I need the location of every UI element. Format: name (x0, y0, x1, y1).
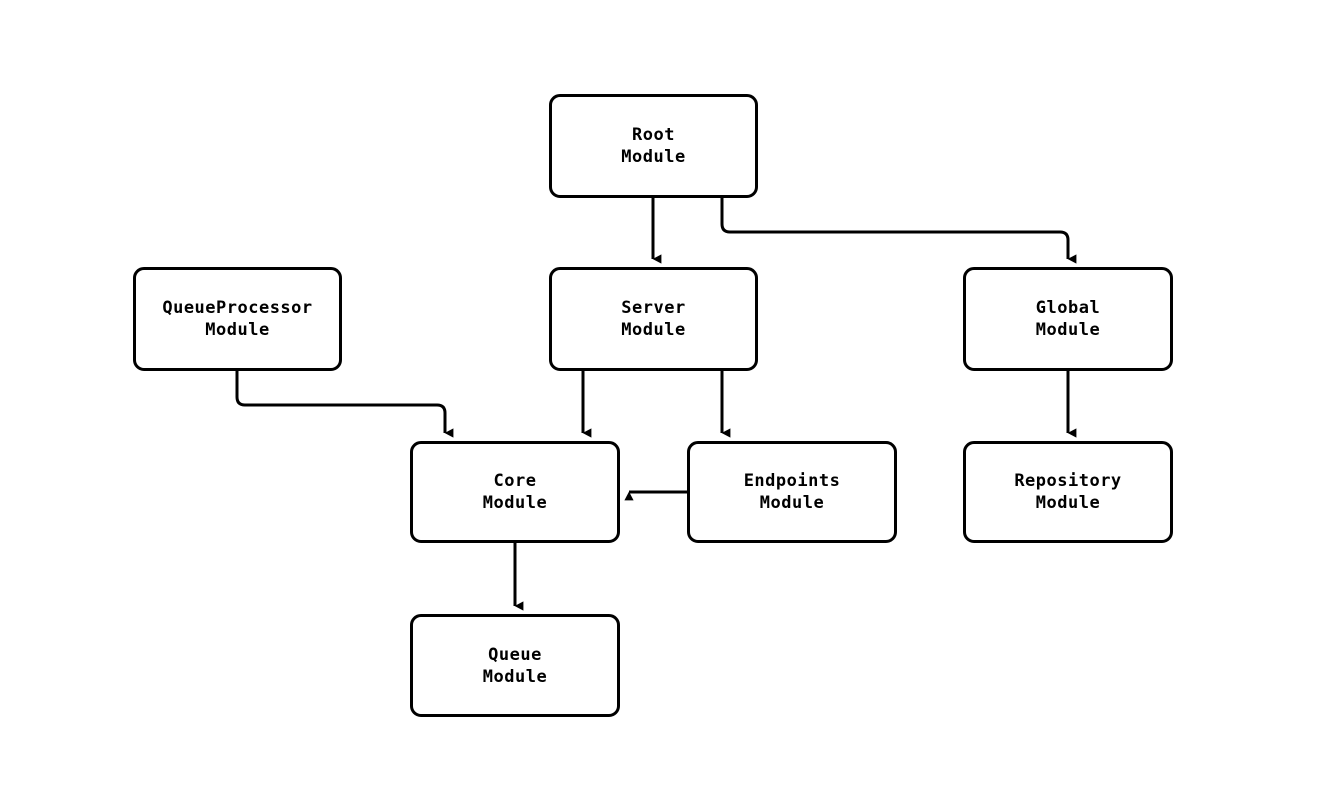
node-queueprocessor-module-line2: Module (205, 320, 270, 340)
node-queue-module-line1: Queue (488, 644, 542, 665)
node-server-module-line1: Server (621, 298, 686, 318)
node-repository-module-line1: Repository (1014, 471, 1122, 491)
node-core-module-line2: Module (482, 493, 548, 513)
node-repository-module[interactable]: Repository Module (963, 441, 1173, 543)
node-queue-module[interactable]: Queue Module (410, 614, 620, 717)
node-root-module-line2: Module (621, 147, 686, 167)
node-queue-module-line2: Module (482, 666, 548, 687)
node-core-module-line1: Core (493, 471, 537, 491)
node-endpoints-module-line1: Endpoints (743, 471, 841, 491)
node-endpoints-module-line2: Module (759, 493, 825, 513)
node-repository-module-line2: Module (1035, 493, 1101, 513)
node-endpoints-module[interactable]: Endpoints Module (687, 441, 897, 543)
node-root-module-line1: Root (632, 125, 675, 145)
edge-queueprocessor-to-core (235, 371, 454, 438)
node-global-module-line2: Module (1035, 320, 1101, 340)
node-root-module[interactable]: Root Module (549, 94, 758, 198)
node-server-module[interactable]: Server Module (549, 267, 758, 371)
node-core-module[interactable]: Core Module (410, 441, 620, 543)
node-global-module[interactable]: Global Module (963, 267, 1173, 371)
node-server-module-line2: Module (621, 320, 686, 340)
edge-paths (235, 198, 1077, 611)
edge-root-to-global (720, 198, 1077, 264)
node-queueprocessor-module-line1: QueueProcessor (162, 298, 313, 318)
node-queueprocessor-module[interactable]: QueueProcessor Module (133, 267, 342, 371)
node-global-module-line1: Global (1035, 298, 1101, 318)
